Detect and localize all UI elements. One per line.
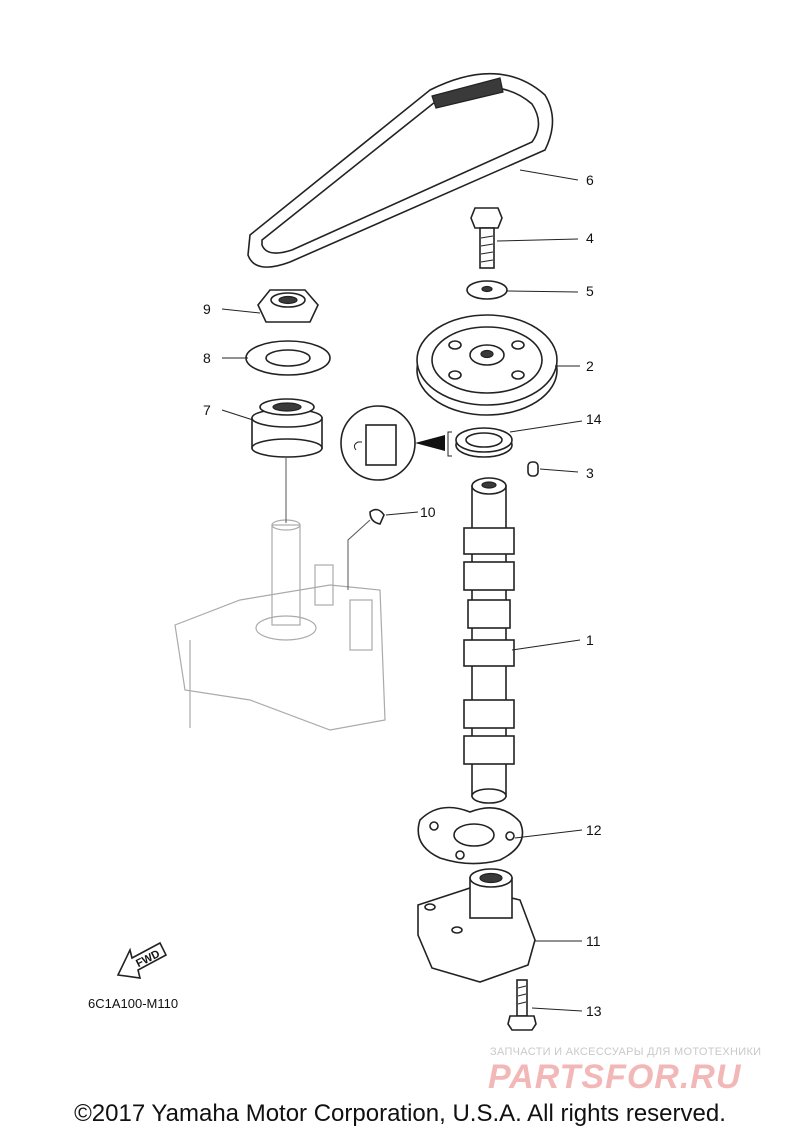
callout-14: 14 xyxy=(586,411,602,427)
fwd-arrow-icon: FWD xyxy=(116,941,168,979)
callout-4: 4 xyxy=(586,230,594,246)
watermark-logo: PARTSFOR.RU xyxy=(488,1058,742,1096)
callout-11: 11 xyxy=(586,933,601,949)
callout-3: 3 xyxy=(586,465,594,481)
leader-lines xyxy=(221,169,583,1012)
dowel-pin-3[interactable] xyxy=(527,461,539,477)
callout-1: 1 xyxy=(586,632,594,648)
crank-sprocket-7[interactable] xyxy=(251,398,323,458)
callout-10: 10 xyxy=(420,504,436,520)
bolt-4[interactable] xyxy=(470,207,503,269)
camshaft-1[interactable] xyxy=(463,477,515,804)
callout-13: 13 xyxy=(586,1003,602,1019)
plate-8[interactable] xyxy=(245,340,331,376)
callout-12: 12 xyxy=(586,822,602,838)
timing-belt[interactable] xyxy=(247,72,554,268)
seal-detail-inset xyxy=(340,405,452,481)
callout-9: 9 xyxy=(203,301,211,317)
callout-7: 7 xyxy=(203,402,211,418)
washer-5[interactable] xyxy=(466,280,508,300)
cam-sprocket-2[interactable] xyxy=(416,314,558,416)
engine-block-reference xyxy=(174,458,386,731)
fwd-label: FWD xyxy=(134,948,162,970)
nut-9[interactable] xyxy=(257,289,319,323)
callout-6: 6 xyxy=(586,172,594,188)
copyright-notice: ©2017 Yamaha Motor Corporation, U.S.A. A… xyxy=(74,1100,726,1127)
oil-pump-11[interactable] xyxy=(417,868,536,983)
callout-2: 2 xyxy=(586,358,594,374)
bolt-13[interactable] xyxy=(507,979,537,1031)
gasket-12[interactable] xyxy=(417,806,524,865)
key-10[interactable] xyxy=(369,508,385,525)
watermark-tagline: ЗАПЧАСТИ И АКСЕССУАРЫ ДЛЯ МОТОТЕХНИКИ xyxy=(490,1046,762,1058)
oil-seal-14[interactable] xyxy=(455,427,513,458)
diagram-code: 6C1A100-M110 xyxy=(88,996,178,1011)
callout-8: 8 xyxy=(203,350,211,366)
callout-5: 5 xyxy=(586,283,594,299)
